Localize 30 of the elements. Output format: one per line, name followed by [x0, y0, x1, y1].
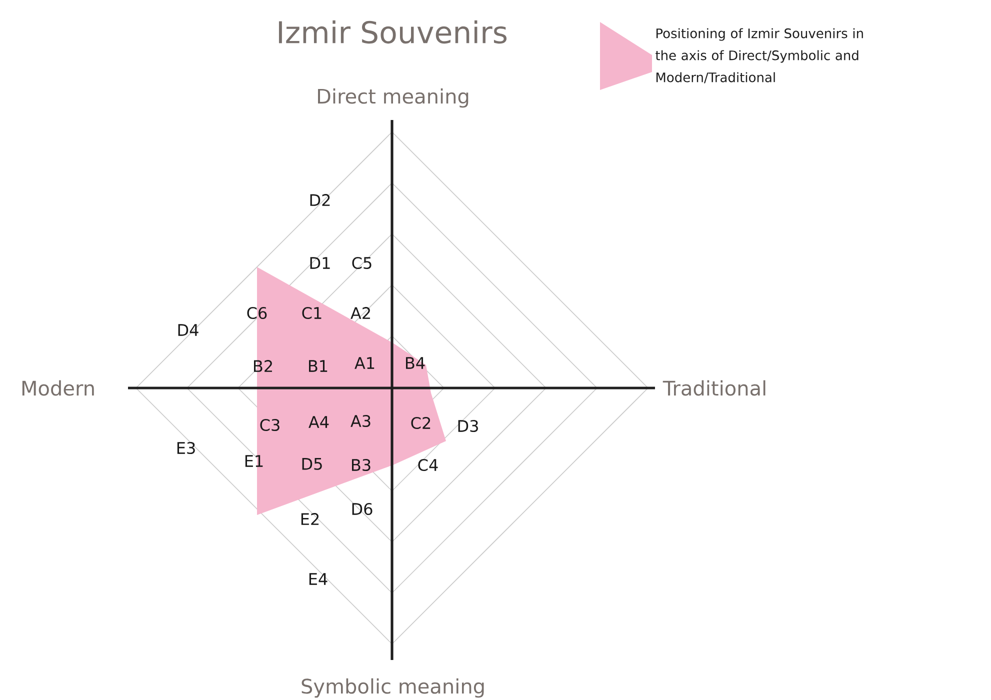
- item-code: B3: [352, 458, 370, 472]
- item-code: D3: [458, 420, 478, 432]
- item-code: A1: [354, 357, 374, 369]
- axis-label: Symbolic meaning: [302, 678, 484, 698]
- item-code: B2: [254, 360, 272, 372]
- item-code: E1: [245, 455, 263, 467]
- item-code: C4: [418, 458, 438, 472]
- item-code: C6: [247, 306, 267, 320]
- item-code: C1: [302, 306, 322, 320]
- item-code: B1: [309, 360, 328, 372]
- item-code: D5: [302, 458, 322, 470]
- item-code: C3: [260, 418, 280, 432]
- axis-label: Direct meaning: [318, 88, 468, 108]
- item-code: A3: [350, 414, 370, 428]
- axis-label: Traditional: [662, 380, 766, 396]
- item-code: A4: [308, 416, 329, 428]
- item-code: D6: [352, 502, 372, 516]
- item-code: D2: [310, 194, 330, 206]
- item-code: B4: [406, 357, 425, 369]
- axis-label: Modern: [22, 380, 94, 396]
- item-code: C5: [352, 256, 372, 270]
- item-code: E3: [177, 442, 195, 454]
- item-code: D1: [310, 257, 330, 269]
- legend-text: Positioning of Izmir Souvenirs in the axis of Direct/Symbolic and Modern/Traditional: [656, 28, 863, 84]
- item-code: E2: [301, 513, 319, 525]
- item-code: C2: [411, 416, 430, 430]
- item-code: D4: [178, 324, 198, 336]
- item-code: E4: [309, 573, 328, 585]
- item-code: A2: [350, 307, 370, 319]
- title: Izmir Souvenirs: [278, 20, 507, 44]
